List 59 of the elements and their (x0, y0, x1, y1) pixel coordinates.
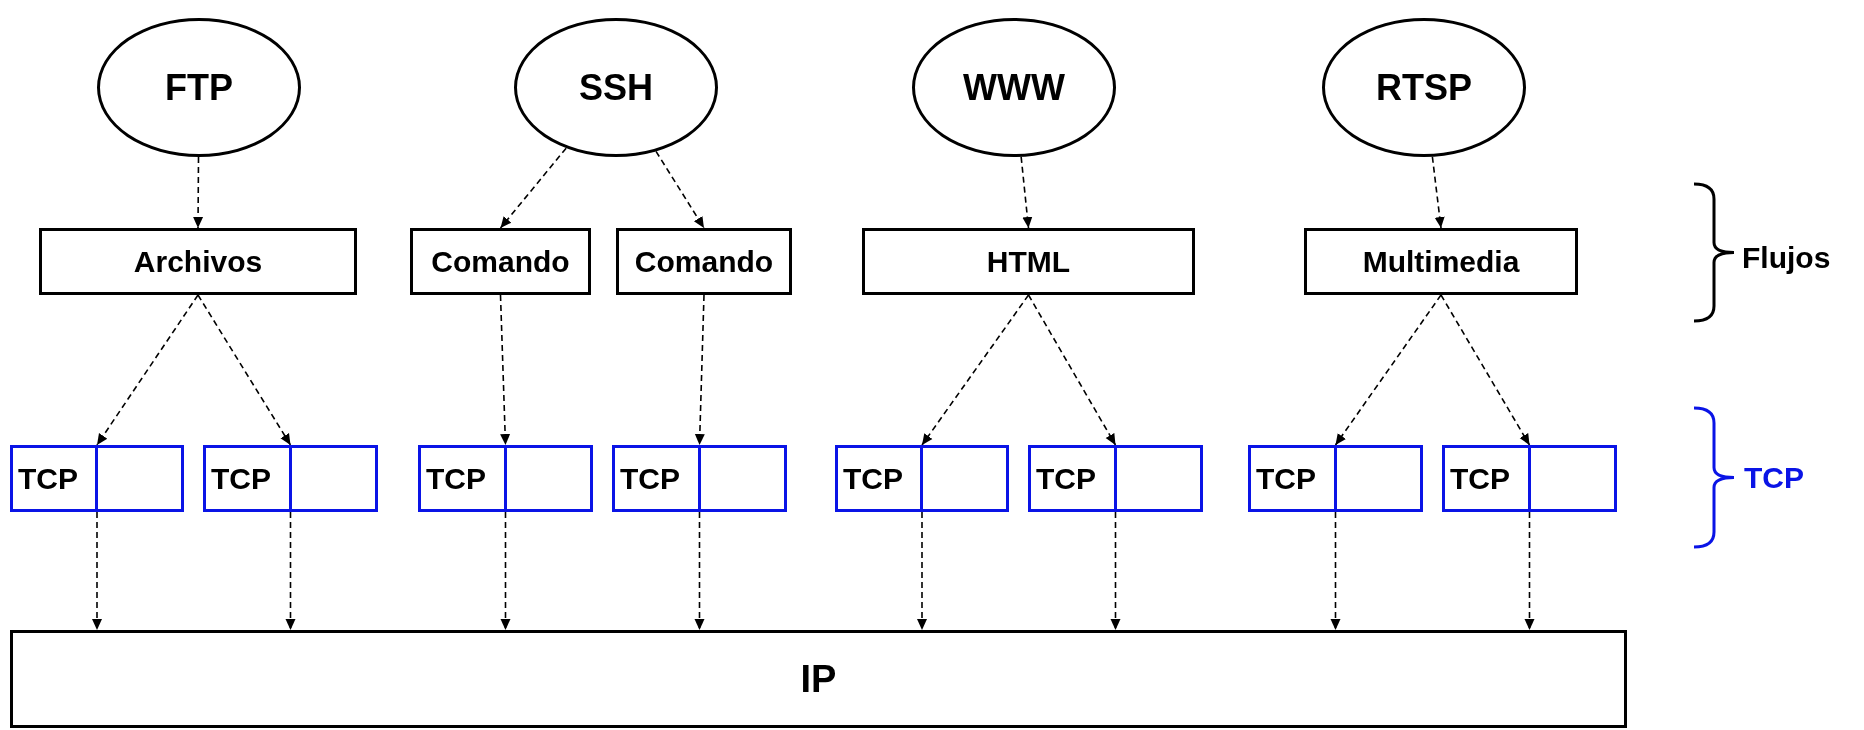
segment-label: TCP (1256, 461, 1316, 496)
dashed-arrow (500, 511, 511, 631)
dashed-arrow (1431, 155, 1445, 229)
segment-label: TCP (620, 461, 680, 496)
segment-label: TCP (843, 461, 903, 496)
layer-label: Flujos (1742, 241, 1831, 275)
dashed-arrow (285, 511, 296, 631)
segment-label: TCP (426, 461, 486, 496)
stream-box (616, 228, 792, 295)
tcp-segment-box (1028, 445, 1203, 512)
stream-box (1304, 228, 1578, 295)
tcp-segment-box (203, 445, 378, 512)
tcp-segment-box (418, 445, 593, 512)
dashed-arrow (655, 150, 705, 229)
protocol-ellipse (97, 18, 301, 157)
segment-label: TCP (1450, 461, 1510, 496)
node-label: Comando (634, 244, 774, 279)
dashed-arrow (694, 511, 705, 631)
node-label: SSH (579, 66, 653, 109)
node-label: Archivos (133, 244, 263, 279)
node-label: FTP (165, 66, 233, 109)
node-label: IP (800, 657, 837, 701)
tcp-segment-box (10, 445, 184, 512)
dashed-arrow (917, 511, 927, 631)
protocol-ellipse (912, 18, 1116, 157)
ip-layer-box (10, 630, 1627, 728)
stream-box (410, 228, 591, 295)
dashed-arrow (193, 156, 204, 229)
node-label: Multimedia (1362, 244, 1520, 279)
dashed-arrow (1020, 156, 1033, 229)
stream-box (862, 228, 1195, 295)
dashed-arrow (197, 294, 292, 446)
segment-label: TCP (1036, 461, 1096, 496)
dashed-arrow (1440, 294, 1531, 446)
protocol-ellipse (514, 18, 718, 157)
segment-label: TCP (18, 461, 78, 496)
node-label: HTML (986, 244, 1071, 279)
dashed-arrow (499, 147, 567, 229)
dashed-arrow (921, 294, 1030, 446)
dashed-arrow (96, 294, 199, 446)
layer-label: TCP (1744, 461, 1804, 495)
dashed-arrow (1524, 511, 1535, 631)
tcp-segment-box (1248, 445, 1423, 512)
tcp-segment-box (835, 445, 1009, 512)
stream-box (39, 228, 357, 295)
dashed-arrow (694, 294, 705, 446)
dashed-arrow (1330, 511, 1341, 631)
dashed-arrow (499, 294, 511, 446)
protocol-ellipse (1322, 18, 1526, 157)
tcp-segment-box (612, 445, 787, 512)
dashed-arrow (1334, 294, 1442, 446)
node-label: RTSP (1376, 66, 1472, 109)
tcp-segment-box (1442, 445, 1617, 512)
node-label: Comando (431, 244, 570, 279)
segment-label: TCP (211, 461, 271, 496)
dashed-arrow (92, 511, 102, 631)
dashed-arrow (1110, 511, 1121, 631)
dashed-arrow (1027, 294, 1117, 446)
node-label: WWW (963, 66, 1065, 109)
